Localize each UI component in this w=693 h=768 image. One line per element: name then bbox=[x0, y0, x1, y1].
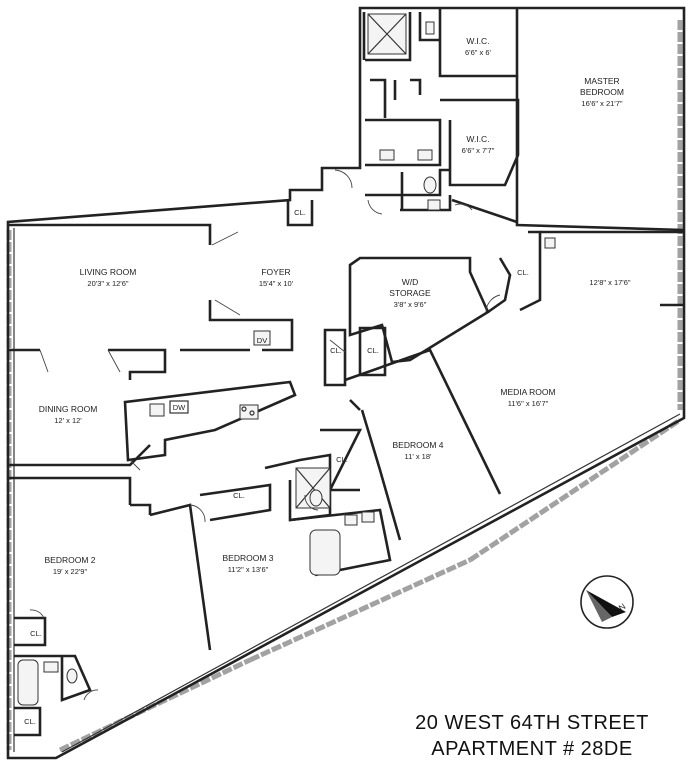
compass-icon: N bbox=[580, 575, 634, 629]
room-name-storage-2: STORAGE bbox=[389, 288, 431, 298]
closet-label: CL. bbox=[24, 717, 36, 726]
dishwasher-label: DW bbox=[173, 403, 186, 412]
room-dim-bedroom-4: 11' x 18' bbox=[405, 452, 432, 461]
room-dim-wic-1: 6'6" x 6' bbox=[465, 48, 492, 57]
apartment-title: APARTMENT # 28DE bbox=[431, 738, 633, 760]
room-name-dining: DINING ROOM bbox=[39, 404, 98, 414]
room-name-master-1: MASTER bbox=[584, 76, 619, 86]
room-dim-bedroom-3: 11'2" x 13'6" bbox=[228, 565, 269, 574]
room-labels: W.I.C. 6'6" x 6' W.I.C. 6'6" x 7'7" MAST… bbox=[39, 36, 631, 576]
room-name-wic-1: W.I.C. bbox=[466, 36, 489, 46]
closet-label: CL. bbox=[294, 208, 306, 217]
closet-label: CL. bbox=[336, 455, 348, 464]
fixtures bbox=[17, 237, 556, 706]
room-name-bedroom-4: BEDROOM 4 bbox=[392, 440, 443, 450]
doors bbox=[29, 169, 501, 701]
room-dim-storage: 3'8" x 9'6" bbox=[394, 300, 427, 309]
room-name-bedroom-3: BEDROOM 3 bbox=[222, 553, 273, 563]
closet-label: CL. bbox=[330, 346, 342, 355]
room-dim-dining: 12' x 12' bbox=[54, 416, 82, 425]
room-name-living: LIVING ROOM bbox=[80, 267, 137, 277]
master-suite-walls bbox=[362, 8, 685, 232]
room-dim-living: 20'3" x 12'6" bbox=[87, 279, 128, 288]
room-dim-bedroom-2: 19' x 22'9" bbox=[53, 567, 88, 576]
interior-walls bbox=[8, 200, 684, 737]
closet-label: CL. bbox=[517, 268, 529, 277]
room-dim-media: 11'6" x 16'7" bbox=[508, 399, 549, 408]
closet-label: CL. bbox=[367, 346, 379, 355]
room-dim-foyer: 15'4" x 10' bbox=[259, 279, 294, 288]
room-dim-unnamed: 12'8" x 17'6" bbox=[589, 278, 630, 287]
address-title: 20 WEST 64TH STREET bbox=[415, 712, 649, 734]
room-name-storage-1: W/D bbox=[402, 277, 419, 287]
exterior-walls bbox=[6, 6, 686, 760]
room-name-wic-2: W.I.C. bbox=[466, 134, 489, 144]
closet-label: CL. bbox=[30, 629, 42, 638]
room-name-media: MEDIA ROOM bbox=[500, 387, 555, 397]
room-dim-master: 16'6" x 21'7" bbox=[581, 99, 622, 108]
master-bath-fixtures bbox=[367, 13, 441, 211]
closet-labels: CL. CL. CL. CL. CL. CL. CL. CL. bbox=[24, 208, 529, 726]
room-name-foyer: FOYER bbox=[261, 267, 290, 277]
compass-north-label: N bbox=[617, 601, 628, 613]
room-name-master-2: BEDROOM bbox=[580, 87, 624, 97]
room-dim-wic-2: 6'6" x 7'7" bbox=[462, 146, 495, 155]
dv-label: DV bbox=[257, 336, 267, 345]
room-name-bedroom-2: BEDROOM 2 bbox=[44, 555, 95, 565]
closet-label: CL. bbox=[233, 491, 245, 500]
appliance-labels: DW DV bbox=[169, 336, 267, 414]
